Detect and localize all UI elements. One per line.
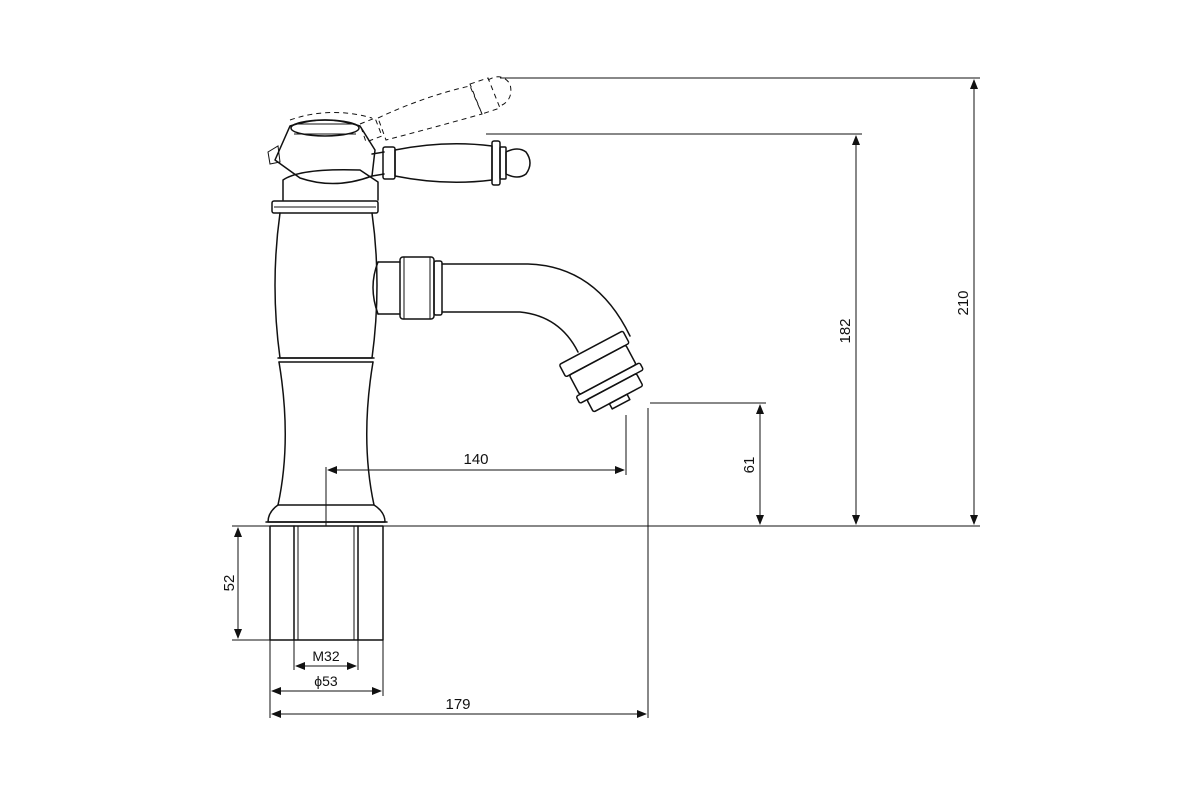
handle-lever-raised-position bbox=[289, 76, 512, 143]
spout bbox=[372, 256, 644, 413]
dimension-label-spout-height: 61 bbox=[741, 457, 758, 474]
dimension-label-overall-depth: 179 bbox=[445, 696, 470, 713]
dimension-label-base-diameter: ϕ53 bbox=[314, 673, 338, 689]
dimension-label-shank-length: 52 bbox=[221, 575, 238, 592]
handle-lever bbox=[382, 140, 531, 186]
dimension-label-thread: M32 bbox=[312, 648, 339, 664]
dimension-label-overall-height: 210 bbox=[955, 290, 972, 315]
dimension-lines bbox=[232, 77, 980, 718]
mounting-shank bbox=[269, 525, 384, 641]
dimension-label-handle-height: 182 bbox=[837, 318, 854, 343]
dimension-label-spout-reach: 140 bbox=[463, 451, 488, 468]
faucet-body bbox=[265, 200, 388, 523]
handle-hub bbox=[267, 119, 385, 201]
